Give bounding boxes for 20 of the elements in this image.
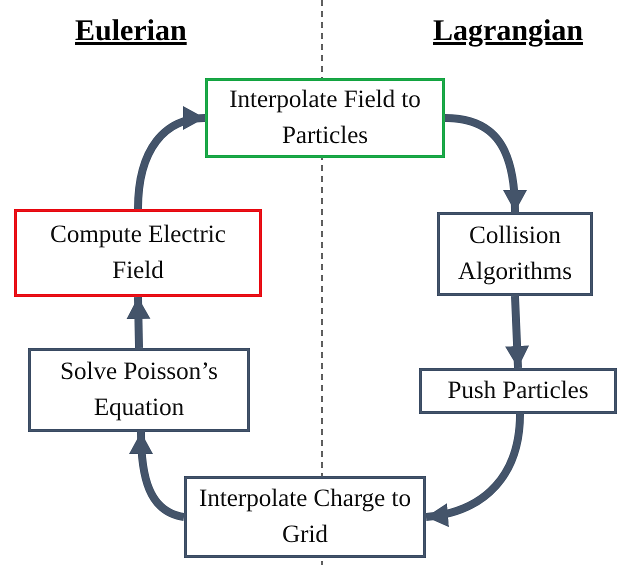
arrow xyxy=(129,432,185,521)
arrow xyxy=(126,296,150,348)
process-box xyxy=(205,78,445,158)
box-text: Push Particles xyxy=(448,376,588,406)
process-box xyxy=(437,212,593,296)
process-box xyxy=(419,368,617,414)
box-text: Interpolate Field to Particles xyxy=(228,84,422,151)
box-text: Solve Poisson’s Equation xyxy=(59,356,219,423)
process-box xyxy=(14,209,262,297)
heading: Lagrangian xyxy=(433,14,584,48)
process-box xyxy=(28,348,250,432)
arrow xyxy=(444,114,526,212)
box-text: Interpolate Charge to Grid xyxy=(198,484,412,550)
process-box xyxy=(184,476,426,558)
box-text: Collision Algorithms xyxy=(457,220,573,287)
arrow xyxy=(134,107,206,210)
arrow xyxy=(505,296,530,368)
arrow xyxy=(425,414,524,526)
box-text: Compute Electric Field xyxy=(49,220,227,286)
heading: Eulerian xyxy=(75,14,187,48)
